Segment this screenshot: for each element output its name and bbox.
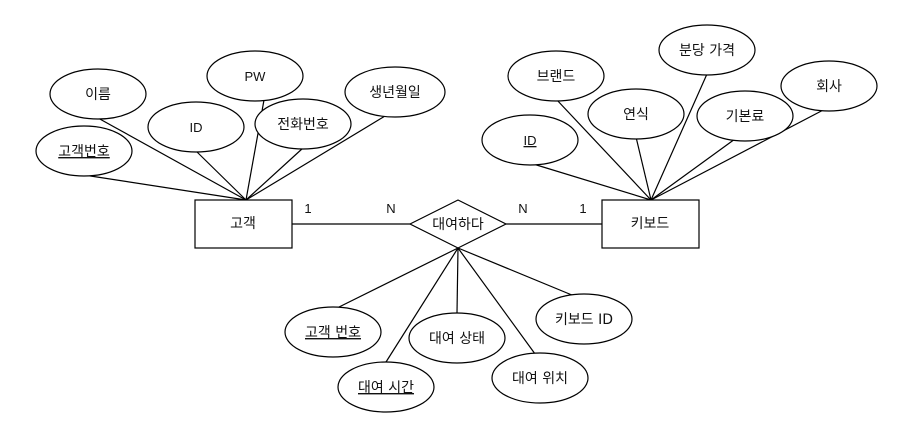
attribute-birthdate: 생년월일: [344, 66, 446, 118]
entity-keyboard: 키보드: [601, 199, 700, 249]
svg-text:키보드 ID: 키보드 ID: [555, 312, 613, 328]
relationship-rent: 대여하다: [408, 199, 508, 249]
attribute-customer-no-key: 고객번호: [35, 125, 133, 177]
svg-text:ID: ID: [190, 120, 203, 135]
entity-customer: 고객: [194, 199, 293, 249]
attribute-phone: 전화번호: [254, 98, 352, 150]
svg-text:연식: 연식: [623, 107, 649, 123]
attribute-year: 연식: [587, 88, 685, 140]
attribute-brand: 브랜드: [507, 50, 605, 102]
attribute-rental-status: 대여 상태: [408, 312, 506, 364]
svg-text:기본료: 기본료: [726, 109, 765, 125]
attribute-price-per-min: 분당 가격: [658, 24, 756, 76]
attribute-name: 이름: [49, 68, 147, 120]
svg-text:고객 번호: 고객 번호: [305, 325, 361, 341]
attribute-company: 회사: [780, 60, 878, 112]
svg-text:대여 위치: 대여 위치: [512, 371, 568, 387]
svg-text:ID: ID: [524, 133, 537, 148]
cardinality-customer: 1: [304, 201, 311, 216]
svg-text:대여 시간: 대여 시간: [358, 380, 414, 396]
cardinality-relation-left: N: [386, 201, 395, 216]
entity-keyboard-label: 키보드: [631, 216, 670, 232]
entity-customer-label: 고객: [230, 216, 256, 232]
svg-text:고객번호: 고객번호: [58, 144, 110, 160]
attribute-rental-location: 대여 위치: [491, 352, 589, 404]
attribute-rental-time: 대여 시간: [337, 361, 435, 413]
cardinality-relation-right: N: [518, 201, 527, 216]
attribute-rental-customer-no: 고객 번호: [284, 306, 382, 358]
svg-text:PW: PW: [245, 69, 267, 84]
svg-text:회사: 회사: [816, 79, 842, 95]
svg-text:대여 상태: 대여 상태: [429, 331, 485, 347]
svg-text:분당 가격: 분당 가격: [679, 43, 735, 59]
attribute-rental-keyboard-id: 키보드 ID: [535, 293, 633, 345]
connector-lines: [83, 73, 830, 363]
attribute-base-fee: 기본료: [696, 90, 794, 142]
relationship-rent-label: 대여하다: [432, 217, 484, 233]
cardinality-keyboard: 1: [579, 201, 586, 216]
svg-text:이름: 이름: [85, 87, 111, 103]
svg-text:생년월일: 생년월일: [369, 85, 421, 101]
attribute-pw: PW: [206, 50, 304, 102]
attribute-customer-id: ID: [147, 101, 245, 153]
svg-text:전화번호: 전화번호: [277, 117, 329, 133]
svg-text:브랜드: 브랜드: [537, 69, 576, 85]
attribute-keyboard-id-key: ID: [481, 114, 579, 166]
cardinality-labels: 1 N N 1: [304, 201, 586, 216]
